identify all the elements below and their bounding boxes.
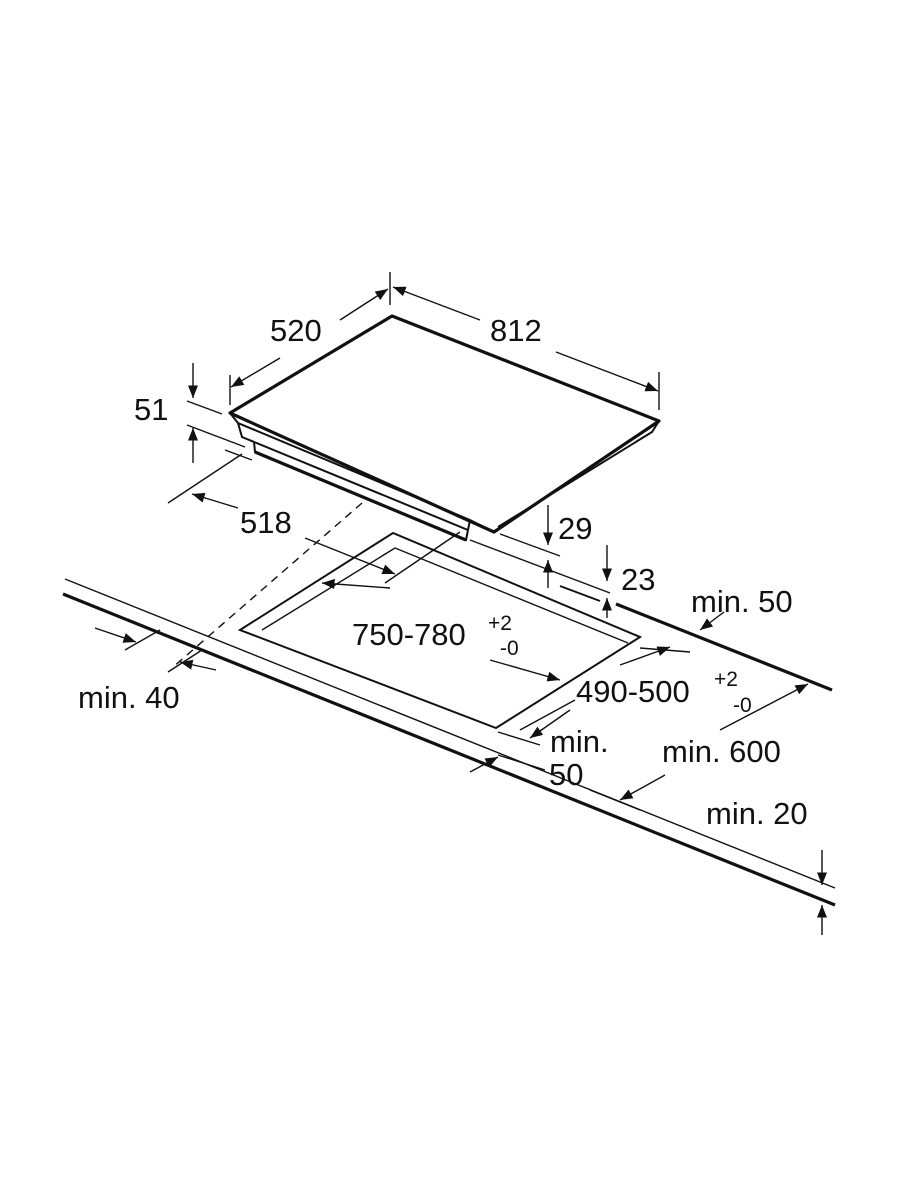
label-hob-depth: 520 xyxy=(270,313,322,348)
worktop-front-bottom-edge xyxy=(62,592,836,907)
label-worktop-depth: min. 600 xyxy=(662,734,781,769)
worktop-cutout xyxy=(237,531,643,730)
label-cutout-width-tol-plus: +2 xyxy=(488,612,512,635)
label-front-clearance-1: min. xyxy=(550,724,609,759)
label-cutout-depth-tol-minus: -0 xyxy=(733,694,752,717)
label-hob-width: 812 xyxy=(490,313,542,348)
label-cutout-width-tol-minus: -0 xyxy=(500,637,519,660)
dimension-lines xyxy=(94,272,828,935)
hob-body-base xyxy=(254,450,467,542)
label-worktop-thickness: min. 20 xyxy=(706,796,808,831)
label-below-worktop: 23 xyxy=(621,562,655,597)
hob-glass-edge xyxy=(229,412,660,533)
hob xyxy=(228,314,661,542)
label-hob-height: 51 xyxy=(134,392,168,427)
label-cutout-depth-tol-plus: +2 xyxy=(714,668,738,691)
hob-glass-top xyxy=(228,314,661,534)
label-cutout-width: 750-780 xyxy=(352,617,466,652)
label-cutout-depth: 490-500 xyxy=(576,674,690,709)
label-back-clearance: min. 50 xyxy=(691,584,793,619)
worktop xyxy=(62,502,836,907)
cutout-outline xyxy=(237,531,643,730)
cutout-inner-edge xyxy=(261,547,629,644)
label-body-depth: 518 xyxy=(240,505,292,540)
worktop-back-edge xyxy=(615,602,833,692)
label-front-clearance-2: 50 xyxy=(549,757,583,792)
label-side-clearance: min. 40 xyxy=(78,680,180,715)
label-body-height: 29 xyxy=(558,511,592,546)
worktop-front-top-edge xyxy=(64,578,836,889)
